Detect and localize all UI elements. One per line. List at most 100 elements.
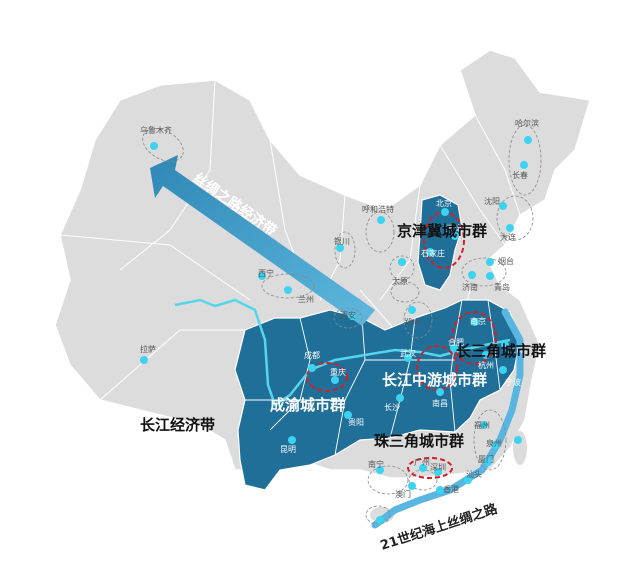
- label-shantou: 汕头: [466, 469, 482, 479]
- label-chengdu: 成都: [304, 350, 320, 360]
- label-nanjing: 南京: [470, 316, 486, 326]
- city-dot-yantai: [486, 258, 494, 266]
- city-dot-lanzhou: [284, 286, 292, 294]
- city-dot-hefei: [450, 344, 458, 352]
- city-dot-guiyang: [344, 411, 352, 419]
- label-hongkong: 香港: [443, 484, 459, 494]
- label-fuzhou: 福州: [474, 421, 490, 430]
- jingjinji-region: [417, 194, 463, 291]
- cluster-outlines: [142, 124, 542, 525]
- city-dot-tianjin: [451, 232, 459, 240]
- label-quanzhou: 泉州: [486, 438, 502, 448]
- label-xining: 西宁: [258, 268, 274, 278]
- label-hangzhou: 杭州: [478, 360, 494, 370]
- city-dot-shanghai: [501, 341, 509, 349]
- city-dot-shenzhen: [434, 468, 442, 476]
- city-dot-wuhan: [404, 354, 412, 362]
- label-shanghai: 上海: [508, 344, 524, 354]
- city-dot-taiyuan: [398, 258, 406, 266]
- label-hohhot: 呼和浩特: [362, 204, 394, 214]
- city-dot-macau: [408, 482, 416, 490]
- city-dot-changsha: [396, 394, 404, 402]
- label-shijiazhuang: 石家庄: [421, 248, 445, 258]
- label-pearl-delta-cluster: 珠三角城市群: [374, 432, 464, 450]
- city-dot-hongkong: [436, 486, 444, 494]
- label-kunming: 昆明: [280, 445, 296, 454]
- label-ningbo: 宁波: [505, 377, 521, 387]
- city-dot-beijing: [441, 208, 449, 216]
- label-xian: 西安: [340, 310, 356, 320]
- label-tianjin: 天津: [446, 223, 462, 233]
- label-shenyang: 沈阳: [484, 196, 500, 206]
- city-dot-yinchuan: [336, 244, 344, 252]
- city-dot-zhengzhou: [408, 306, 416, 314]
- city-dot-fuzhou: [480, 421, 488, 429]
- label-zhengzhou: 郑州: [404, 317, 420, 327]
- city-dot-changchun: [520, 161, 528, 169]
- label-yangtze-belt: 长江经济带: [140, 416, 215, 434]
- label-beijing: 北京: [436, 198, 452, 208]
- label-xiamen: 厦门: [478, 454, 494, 464]
- city-dots: [140, 136, 532, 524]
- city-dot-guangzhou: [419, 464, 427, 472]
- city-dot-taiwan: [514, 436, 522, 444]
- city-dot-kunming: [288, 436, 296, 444]
- city-dot-chongqing: [331, 376, 339, 384]
- label-shenzhen: 深圳: [430, 462, 446, 472]
- label-yantai: 烟台: [498, 256, 514, 266]
- city-dot-lhasa: [140, 356, 148, 364]
- city-dot-nanjing: [471, 318, 479, 326]
- label-macau: 澳门: [395, 489, 411, 499]
- yangtze-belt-region: [234, 299, 521, 491]
- city-dot-ningbo: [499, 366, 507, 374]
- maritime-route: [371, 308, 524, 529]
- label-guiyang: 贵阳: [348, 417, 364, 427]
- city-dot-xian: [348, 312, 356, 320]
- city-labels: 乌鲁木齐 哈尔滨 长春 沈阳 大连 呼和浩特 北京 天津 石家庄 银川 太原 烟…: [140, 118, 539, 499]
- city-dot-qingdao: [486, 272, 494, 280]
- label-yinchuan: 银川: [334, 236, 350, 246]
- label-lhasa: 拉萨: [140, 344, 156, 354]
- city-dot-urumqi: [150, 142, 158, 150]
- label-middle-yangtze-cluster: 长江中游城市群: [382, 371, 487, 389]
- label-changsha: 长沙: [384, 402, 400, 412]
- city-dot-shantou: [464, 476, 472, 484]
- label-changchun: 长春: [512, 170, 528, 180]
- label-urumqi: 乌鲁木齐: [140, 125, 172, 135]
- city-dot-xiamen: [484, 458, 492, 466]
- city-dot-chengdu: [308, 364, 316, 372]
- label-dalian: 大连: [500, 232, 516, 242]
- city-dot-nanning: [376, 466, 384, 474]
- city-dot-xining: [258, 272, 266, 280]
- label-jinan: 济南: [462, 282, 478, 292]
- label-qingdao: 青岛: [494, 282, 510, 292]
- label-guangzhou: 广州: [414, 457, 430, 467]
- silk-road-arrow: [150, 155, 375, 326]
- city-dot-quanzhou: [491, 441, 499, 449]
- label-nanchang: 南昌: [432, 398, 448, 408]
- label-taiyuan: 太原: [392, 276, 408, 286]
- city-dot-hangzhou: [482, 351, 490, 359]
- label-harbin: 哈尔滨: [515, 118, 539, 128]
- label-chengyu-cluster: 成渝城市群: [270, 396, 345, 414]
- label-lanzhou: 兰州: [298, 294, 314, 304]
- city-dot-jinan: [468, 271, 476, 279]
- label-chongqing: 重庆: [330, 367, 346, 377]
- city-dot-shenyang: [499, 202, 507, 210]
- city-dot-dalian: [506, 224, 514, 232]
- yangtze-inner-borders: [245, 299, 501, 456]
- city-dot-nanchang: [436, 388, 444, 396]
- taiwan-island: [513, 431, 527, 465]
- city-dot-hohhot: [377, 216, 385, 224]
- label-yangtze-delta-cluster: 长三角城市群: [456, 342, 546, 360]
- label-jingjinji-cluster: 京津冀城市群: [397, 222, 487, 240]
- label-nanning: 南宁: [368, 459, 384, 469]
- label-wuhan: 武汉: [400, 348, 416, 358]
- city-dot-harbin: [524, 136, 532, 144]
- city-dot-haikou: [376, 516, 384, 524]
- yangtze-river: [174, 298, 511, 407]
- city-dot-shijiazhuang: [426, 248, 434, 256]
- label-hefei: 合肥: [448, 337, 464, 347]
